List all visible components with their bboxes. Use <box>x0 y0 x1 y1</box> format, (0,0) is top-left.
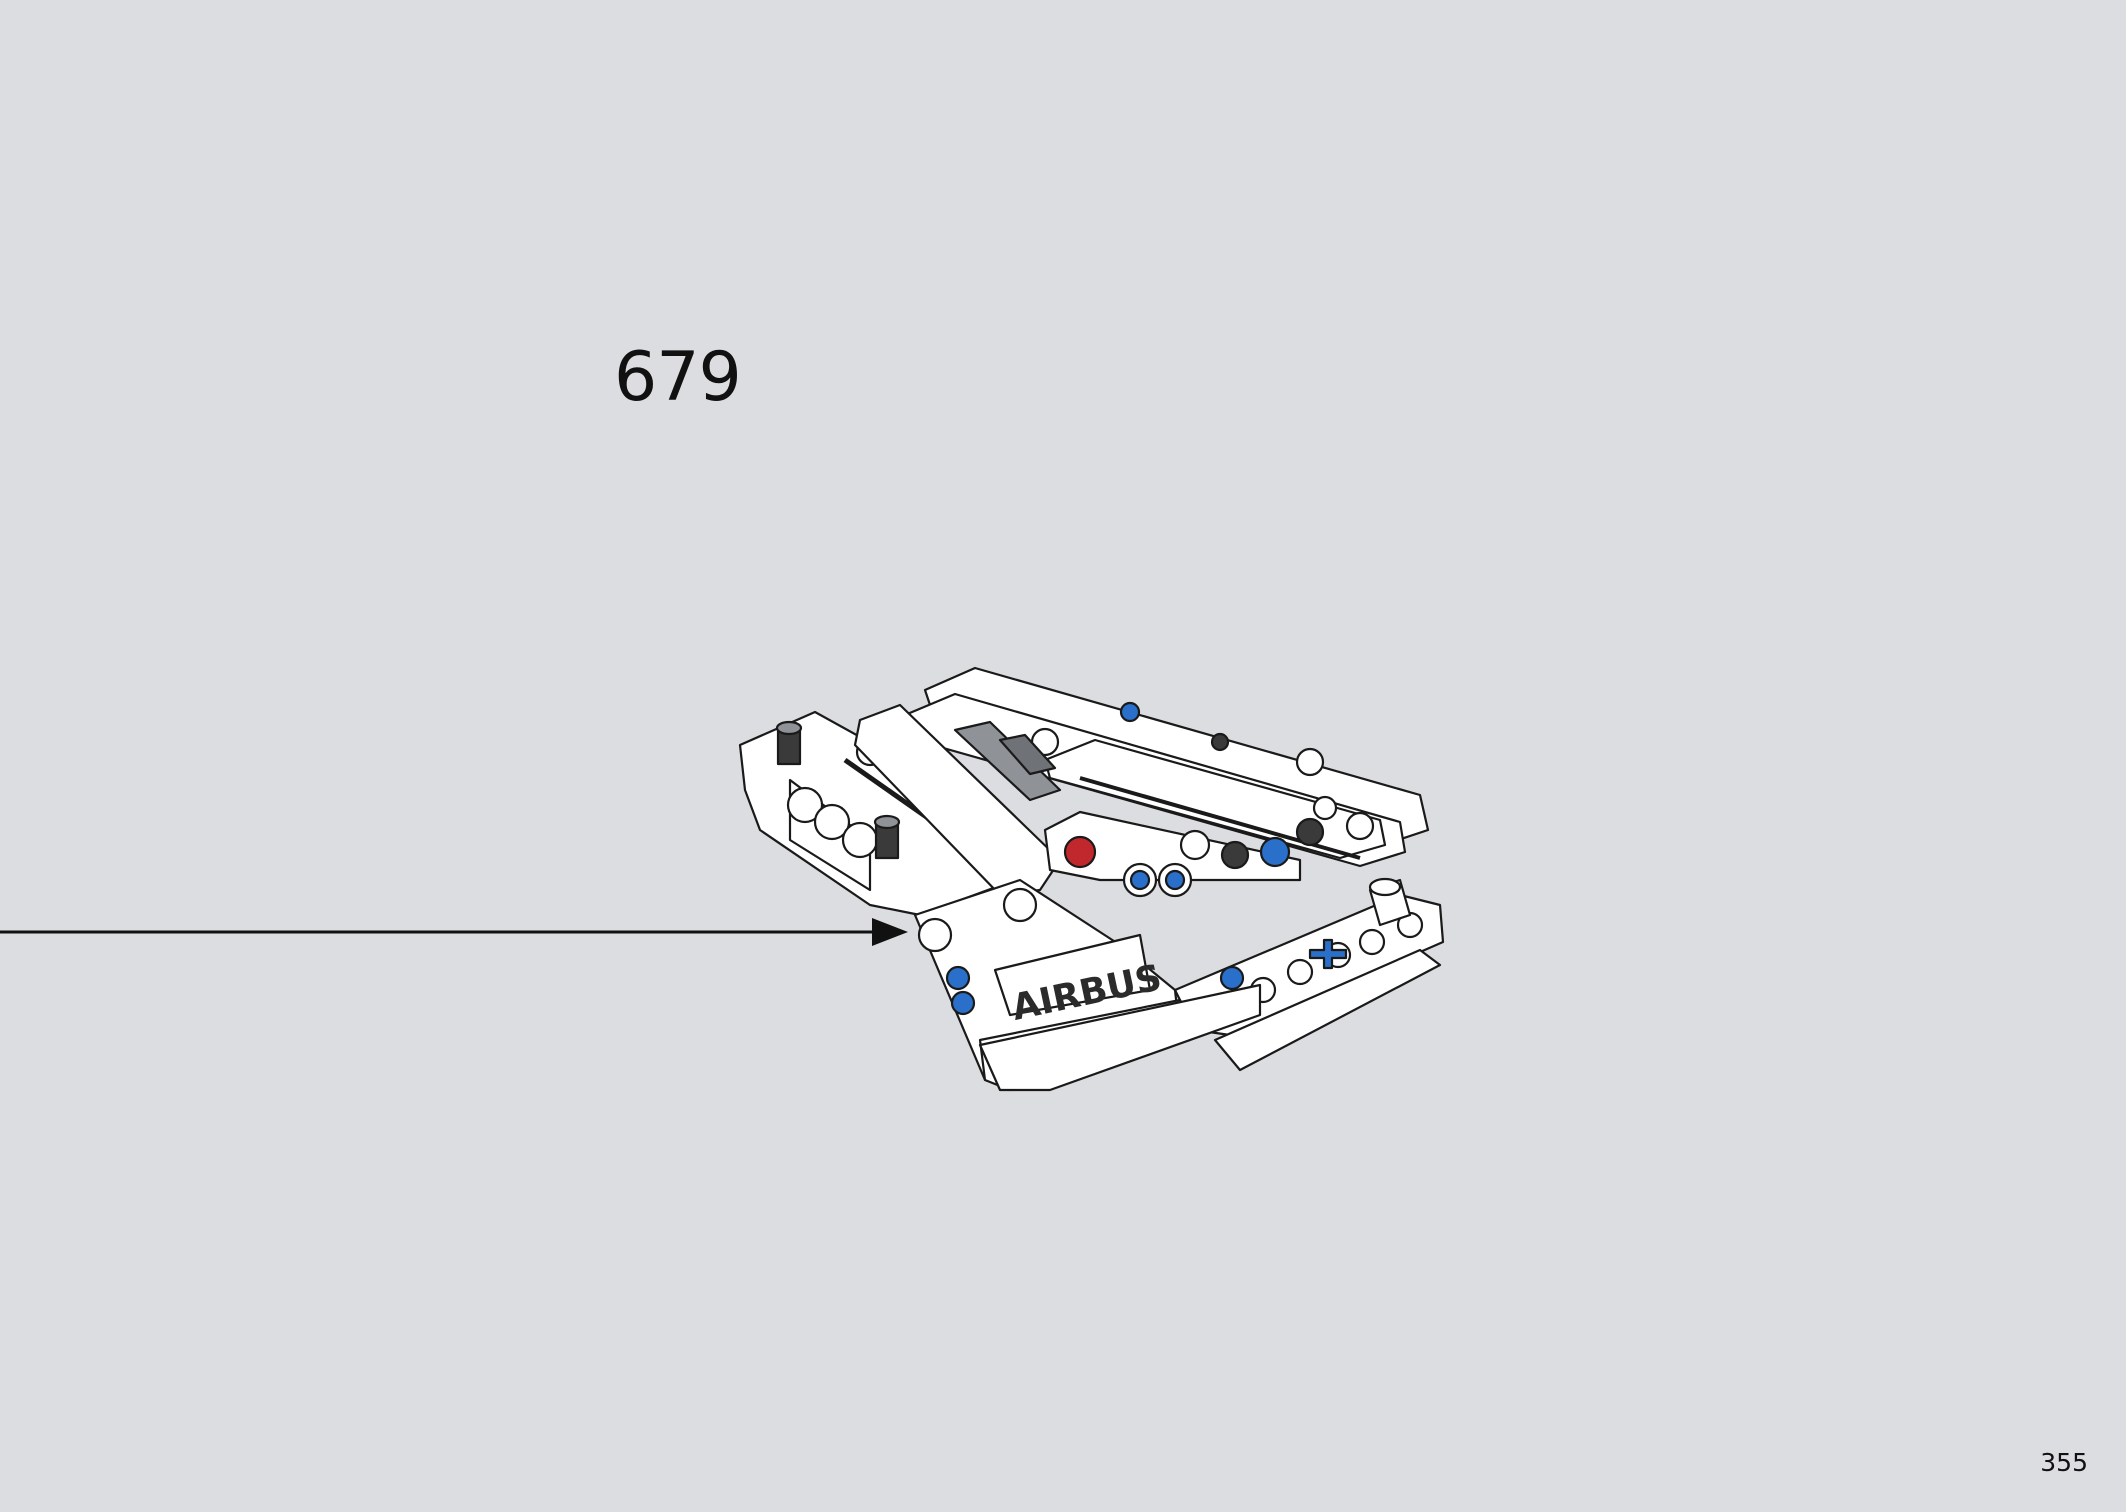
pin-row <box>1043 701 1325 898</box>
black-pins <box>775 720 901 860</box>
center-slot-plate <box>953 720 1062 802</box>
page-number: 355 <box>2040 1448 2088 1477</box>
right-lift-arm <box>1173 877 1445 1072</box>
step-number: 679 <box>614 338 742 417</box>
insertion-arrow <box>0 918 908 946</box>
airbus-bracket <box>913 878 1262 1092</box>
middle-beam <box>853 703 1062 897</box>
